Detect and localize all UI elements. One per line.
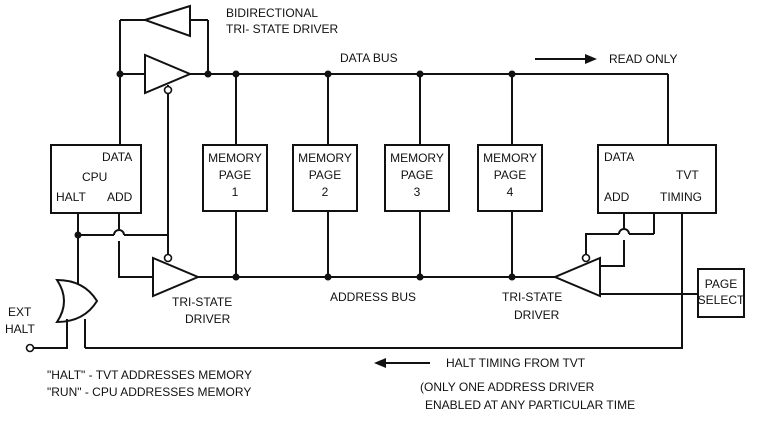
bidirectional-tri-state-driver bbox=[141, 4, 193, 254]
left-driver-label-2: DRIVER bbox=[185, 312, 231, 326]
tvt-add-label: ADD bbox=[604, 190, 630, 204]
left-tri-state-driver bbox=[152, 253, 201, 298]
address-driver-note-1: (ONLY ONE ADDRESS DRIVER bbox=[420, 380, 595, 394]
data-bus bbox=[116, 19, 669, 145]
cpu-data-label: DATA bbox=[102, 150, 132, 164]
address-bus-label: ADDRESS BUS bbox=[330, 290, 416, 304]
cpu-block: DATA CPU HALT ADD bbox=[50, 144, 142, 214]
or-gate-icon bbox=[25, 275, 99, 353]
page-select-label-1: PAGE bbox=[705, 277, 737, 291]
halt-timing-label: HALT TIMING FROM TVT bbox=[446, 356, 586, 370]
tvt-timing-label: TIMING bbox=[660, 190, 702, 204]
memory-page-3-line1: MEMORY bbox=[390, 151, 444, 165]
memory-page-2-line2: PAGE bbox=[309, 168, 341, 182]
bidirectional-driver-label-1: BIDIRECTIONAL bbox=[226, 6, 318, 20]
tvt-name-label: TVT bbox=[676, 168, 699, 182]
memory-page-4: MEMORY PAGE 4 bbox=[477, 144, 543, 212]
right-driver-label-2: DRIVER bbox=[514, 308, 560, 322]
address-driver-note-2: ENABLED AT ANY PARTICULAR TIME bbox=[425, 398, 635, 412]
page-select-label-2: SELECT bbox=[698, 293, 745, 307]
left-driver-label-1: TRI-STATE bbox=[172, 295, 232, 309]
halt-timing-arrow-icon bbox=[374, 358, 430, 368]
bidirectional-driver-label-2: TRI- STATE DRIVER bbox=[226, 22, 339, 36]
right-driver-label-1: TRI-STATE bbox=[502, 290, 562, 304]
tvt-wires bbox=[85, 213, 698, 349]
ext-halt-label-1: EXT bbox=[8, 305, 32, 319]
memory-page-3-line3: 3 bbox=[414, 185, 421, 199]
run-note: "RUN" - CPU ADDRESSES MEMORY bbox=[47, 385, 251, 399]
page-select-block: PAGE SELECT bbox=[697, 268, 745, 318]
right-tri-state-driver bbox=[552, 253, 601, 298]
memory-page-2: MEMORY PAGE 2 bbox=[292, 144, 358, 212]
memory-page-4-line3: 4 bbox=[507, 185, 514, 199]
data-bus-label: DATA BUS bbox=[340, 51, 398, 65]
cpu-add-label: ADD bbox=[107, 190, 133, 204]
read-only-label: READ ONLY bbox=[609, 52, 677, 66]
memory-page-3: MEMORY PAGE 3 bbox=[384, 144, 450, 212]
cpu-halt-label: HALT bbox=[56, 190, 86, 204]
address-bus bbox=[198, 211, 555, 281]
memory-page-3-line2: PAGE bbox=[401, 168, 433, 182]
memory-page-1-line3: 1 bbox=[232, 185, 239, 199]
memory-page-1-line2: PAGE bbox=[219, 168, 251, 182]
ext-halt-label-2: HALT bbox=[5, 322, 35, 336]
tvt-block: DATA TVT ADD TIMING bbox=[597, 144, 717, 214]
cpu-address-wires bbox=[74, 213, 168, 278]
memory-page-2-line1: MEMORY bbox=[298, 151, 352, 165]
tvt-data-label: DATA bbox=[604, 150, 634, 164]
read-only-arrow-icon bbox=[535, 54, 597, 64]
memory-page-4-line2: PAGE bbox=[494, 168, 526, 182]
memory-page-1: MEMORY PAGE 1 bbox=[202, 144, 268, 212]
halt-note: "HALT" - TVT ADDRESSES MEMORY bbox=[47, 368, 252, 382]
cpu-name-label: CPU bbox=[82, 170, 107, 184]
memory-page-2-line3: 2 bbox=[322, 185, 329, 199]
memory-page-4-line1: MEMORY bbox=[483, 151, 537, 165]
memory-page-1-line1: MEMORY bbox=[208, 151, 262, 165]
